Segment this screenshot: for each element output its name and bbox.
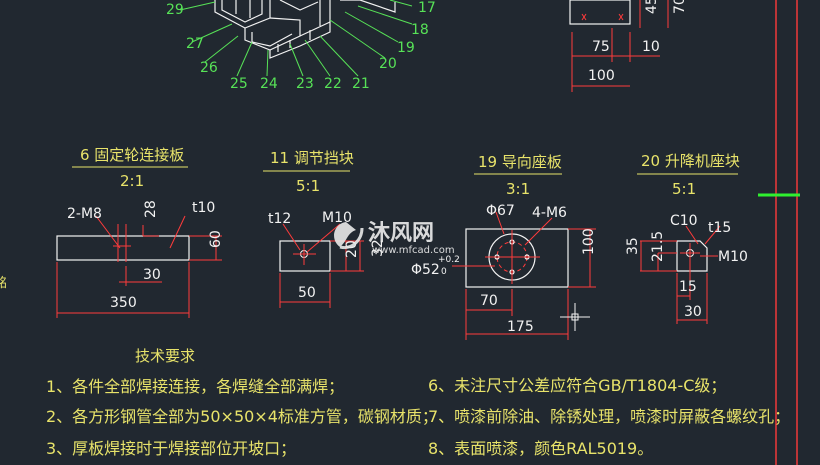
p19-dim-100: 100 xyxy=(581,228,597,255)
tech-item-8: 8、表面喷漆，颜色RAL5019。 xyxy=(428,439,653,458)
dim-100: 100 xyxy=(588,68,615,84)
p20-label-c10: C10 xyxy=(670,213,698,229)
p6-dim-28: 28 xyxy=(143,200,159,218)
p19-label-phi67: Φ67 xyxy=(486,203,515,219)
dim-70: 70 xyxy=(672,0,688,14)
dim-10: 10 xyxy=(642,39,660,55)
callout-21: 21 xyxy=(352,76,370,92)
part-20-title: 20 升降机座块 xyxy=(641,152,740,170)
p6-dim-350: 350 xyxy=(110,295,137,311)
p19-tol-upper: +0.2 xyxy=(438,255,460,265)
callout-18: 18 xyxy=(411,22,429,38)
watermark-url: www.mfcad.com xyxy=(372,245,455,256)
drawing-frame-border xyxy=(758,0,800,465)
tech-item-1: 1、各件全部焊接连接，各焊缝全部满焊； xyxy=(46,377,344,396)
p11-dim-50: 50 xyxy=(298,285,316,301)
callout-17: 17 xyxy=(418,0,436,16)
p6-dim-60: 60 xyxy=(208,230,224,248)
p20-dim-30: 30 xyxy=(684,304,702,320)
p6-dim-30: 30 xyxy=(143,267,161,283)
part-19-title: 19 导向座板 xyxy=(478,153,562,171)
p6-label-2m8: 2-M8 xyxy=(67,206,102,222)
tech-item-7: 7、喷漆前除油、除锈处理，喷漆时屏蔽各螺纹孔； xyxy=(428,407,790,426)
part-6-scale: 2:1 xyxy=(120,172,144,190)
watermark-brand: 沐风网 xyxy=(368,221,434,246)
callout-23: 23 xyxy=(296,76,314,92)
dim-45: 45 xyxy=(644,0,660,14)
callout-26: 26 xyxy=(200,60,218,76)
watermark: 沐风网 www.mfcad.com xyxy=(334,221,455,256)
part-11-scale: 5:1 xyxy=(296,177,320,195)
p19-label-phi52: Φ52 xyxy=(411,262,440,278)
tech-item-3: 3、厚板焊接时于焊接部位开坡口； xyxy=(46,439,296,458)
part-6-title: 6 固定轮连接板 xyxy=(80,146,184,164)
p19-tol-lower: 0 xyxy=(441,267,447,277)
callout-19: 19 xyxy=(397,40,415,56)
p11-label-t12: t12 xyxy=(268,211,291,227)
part-19-scale: 3:1 xyxy=(506,180,530,198)
part-19-drawing: Φ67 4-M6 100 Φ52 +0.2 0 70 175 xyxy=(411,203,597,340)
part-11-title: 11 调节挡块 xyxy=(270,149,354,167)
callout-27: 27 xyxy=(186,36,204,52)
dim-75: 75 xyxy=(592,39,610,55)
p20-label-m10: M10 xyxy=(718,249,748,265)
p20-dim-35: 35 xyxy=(625,237,641,255)
callout-25: 25 xyxy=(230,76,248,92)
p20-dim-21-5: 21.5 xyxy=(650,231,666,262)
callout-20: 20 xyxy=(379,56,397,72)
tech-item-6: 6、未注尺寸公差应符合GB/T1804-C级； xyxy=(428,376,726,395)
part-11-drawing: t12 M10 20 32 50 xyxy=(268,210,386,308)
assembly-isometric-view: 29 27 26 25 24 23 22 21 20 19 18 17 xyxy=(166,0,436,92)
part-20-scale: 5:1 xyxy=(672,180,696,198)
p11-label-m10: M10 xyxy=(322,210,352,226)
callout-29: 29 xyxy=(166,2,184,18)
left-edge-text: 铭 xyxy=(0,276,7,291)
p19-label-4m6: 4-M6 xyxy=(532,205,567,221)
part-6-drawing: 2-M8 28 t10 60 30 350 xyxy=(56,200,224,318)
part-20-drawing: C10 t15 35 21.5 M10 15 30 xyxy=(625,213,748,324)
tech-item-2: 2、各方形钢管全部为50×50×4标准方管，碳钢材质； xyxy=(46,407,438,426)
p11-dim-32: 32 xyxy=(370,239,386,257)
technical-requirements: 技术要求 1、各件全部焊接连接，各焊缝全部满焊； 2、各方形钢管全部为50×50… xyxy=(46,347,790,458)
tech-heading: 技术要求 xyxy=(135,347,195,365)
p20-dim-15: 15 xyxy=(679,279,697,295)
p20-label-t15: t15 xyxy=(708,220,731,236)
top-right-part-view: 45 70 75 10 100 xyxy=(569,0,688,92)
callout-24: 24 xyxy=(260,76,278,92)
p19-dim-175: 175 xyxy=(507,319,534,335)
p6-label-t10: t10 xyxy=(192,200,215,216)
callout-22: 22 xyxy=(324,76,342,92)
p19-dim-70: 70 xyxy=(480,293,498,309)
